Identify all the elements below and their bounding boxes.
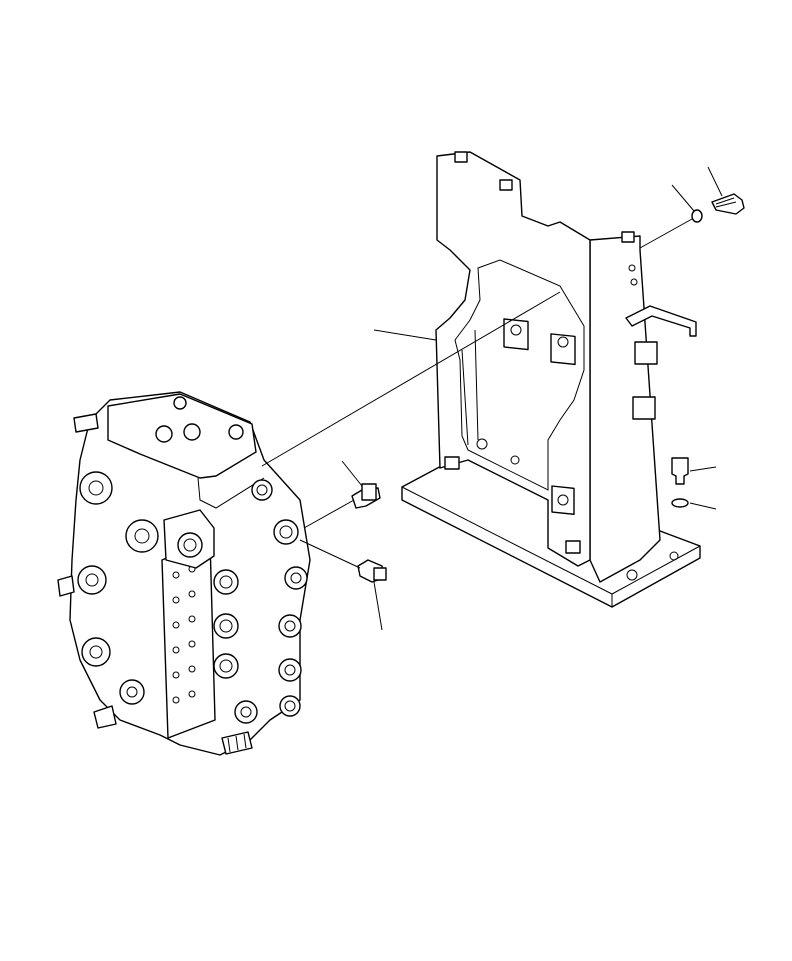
spool-cap-r8	[278, 658, 302, 682]
spool-cap-l2	[125, 519, 159, 553]
bracket-side-wall	[589, 235, 661, 583]
spool-cap-r5	[213, 613, 239, 639]
spool-cap-r7	[213, 653, 239, 679]
spool-cap-l4	[81, 637, 111, 667]
bracket-top-tab-3	[621, 231, 635, 243]
spool-cap-r3	[213, 569, 239, 595]
wire-clip	[625, 305, 697, 337]
bracket-top-tab-2	[499, 179, 513, 191]
pressure-sensor-lower	[357, 559, 387, 583]
bracket-pad-2	[550, 333, 576, 366]
bracket-front-frame	[435, 151, 591, 567]
control-valve-assembly	[57, 391, 311, 756]
valve-top-manifold	[107, 393, 257, 479]
spool-cap-r9	[234, 700, 258, 724]
mounting-bolt-upper	[711, 193, 745, 215]
washer-upper	[691, 209, 703, 223]
valve-mounting-bracket	[401, 151, 701, 608]
base-nut-1	[444, 456, 460, 470]
leader-lines	[261, 166, 723, 631]
spool-cap-l3	[77, 565, 107, 595]
spool-cap-l5	[119, 679, 145, 705]
base-nut-2	[565, 540, 581, 554]
bracket-pad-3	[551, 485, 575, 516]
spool-cap-r6	[278, 614, 302, 638]
bracket-pad-1	[503, 318, 529, 351]
mounting-bolt-lower	[671, 457, 689, 485]
valve-center-panel	[161, 539, 216, 739]
spool-cap-r10	[279, 695, 301, 717]
spool-cap-r4	[284, 566, 308, 590]
spool-cap-l1	[79, 471, 113, 505]
washer-lower	[671, 498, 689, 508]
spacer-block-2	[632, 396, 656, 420]
spacer-block-1	[634, 341, 658, 365]
spool-cap-r2	[273, 519, 299, 545]
spool-cap-r1	[251, 479, 273, 501]
pressure-sensor-upper	[351, 483, 381, 509]
bracket-top-tab-1	[454, 151, 468, 163]
